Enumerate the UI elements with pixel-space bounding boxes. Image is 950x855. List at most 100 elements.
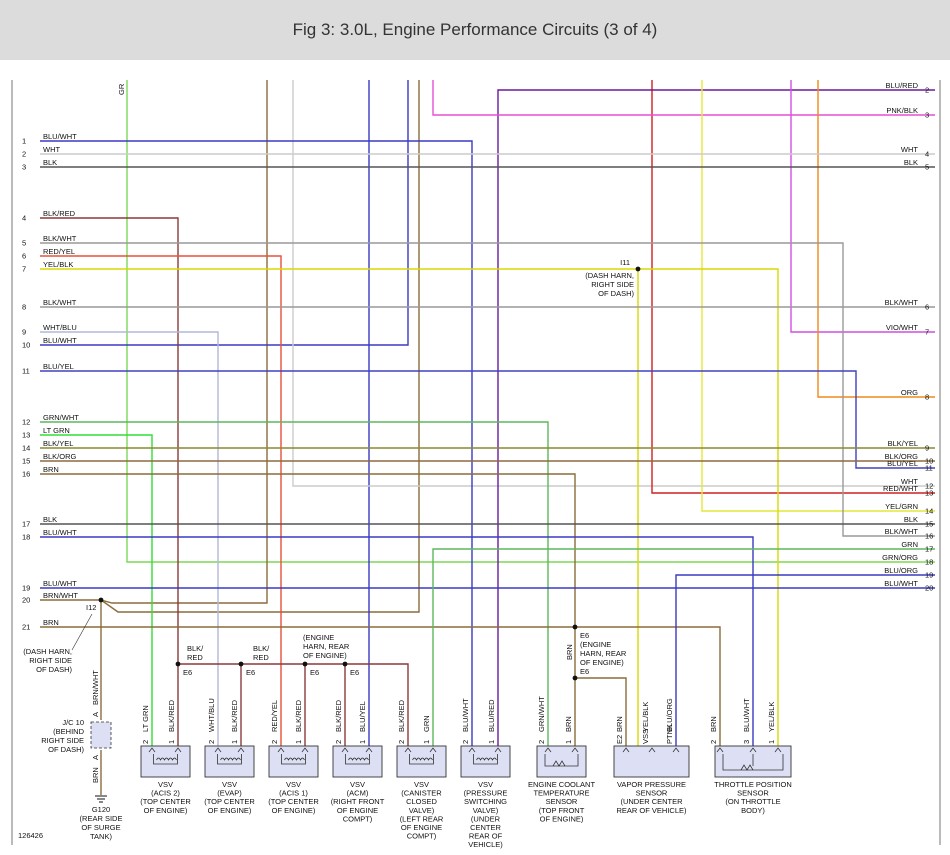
vapor-sensor-wire-label-0: BRN: [615, 716, 624, 732]
splice-i12-dot: [98, 597, 104, 603]
wire-right-17-grn: [432, 548, 935, 746]
ect-sensor-resistor-zigzag: [552, 760, 566, 767]
left-wire-num-3: 3: [22, 163, 26, 172]
wire-blu-vert-b: [40, 80, 409, 346]
ect-sensor-thermistor-icon: [544, 754, 579, 767]
vsv-canister-pin-1: [429, 747, 437, 753]
vapor-sensor-pin-label-2: PTNK: [665, 724, 674, 744]
wire-brn-e6-lower: [575, 677, 627, 746]
jc10-wire-bottom: BRN: [91, 767, 100, 783]
right-wire-label-17: GRN: [901, 540, 918, 549]
right-wire-num-9: 9: [925, 444, 929, 453]
left-wire-label-12: GRN/WHT: [43, 413, 79, 422]
vsv-acis2-pin-label-1: 1: [167, 740, 176, 744]
tps-sensor-pin-1: [749, 747, 757, 753]
vsv-pressure-pin-label-0: 2: [461, 740, 470, 744]
left-wire-label-8: BLK/WHT: [43, 298, 77, 307]
left-wire-num-9: 9: [22, 328, 26, 337]
right-wire-label-8: ORG: [901, 388, 918, 397]
left-wire-num-1: 1: [22, 137, 26, 146]
splice-i11-desc-1: (DASH HARN,: [585, 271, 634, 280]
vsv-evap-pin-label-0: 2: [207, 740, 216, 744]
wire-13-ltgrn: [40, 434, 153, 746]
vsv-pressure-coil-icon: [473, 754, 498, 765]
figure-id: 126426: [18, 831, 43, 840]
right-wire-label-2: BLU/RED: [885, 81, 918, 90]
right-wire-label-9: BLK/YEL: [888, 439, 918, 448]
vsv-pressure-name-3: VALVE): [473, 806, 499, 815]
tps-sensor-pin-label-1: 3: [742, 740, 751, 744]
right-wire-label-19: BLU/ORG: [884, 566, 918, 575]
wire-right-3-pnkblk: [432, 80, 935, 116]
vsv-acis2-name-3: OF ENGINE): [144, 806, 188, 815]
page-title: Fig 3: 3.0L, Engine Performance Circuits…: [292, 20, 658, 39]
vsv-acis1-pin-label-0: 2: [270, 740, 279, 744]
vsv-acm-name-3: OF ENGINE: [337, 806, 378, 815]
vsv-acis1-name-1: (ACIS 1): [279, 789, 308, 798]
ect-sensor-pin-0: [544, 747, 552, 753]
left-wire-num-17: 17: [22, 520, 30, 529]
left-wire-label-10: BLU/WHT: [43, 336, 77, 345]
ect-sensor-name-4: OF ENGINE): [540, 814, 584, 823]
right-wire-num-18: 18: [925, 558, 933, 567]
wire-yel-vert-r: [701, 80, 935, 512]
wire-6-redyel: [40, 255, 282, 746]
vsv-acis2-wire-label-0: LT GRN: [141, 705, 150, 732]
vapor-sensor-name-3: REAR OF VEHICLE): [616, 806, 687, 815]
left-wire-label-5: BLK/WHT: [43, 234, 77, 243]
splice-e6-b-dot: [238, 661, 244, 667]
vsv-acm-body: [332, 745, 383, 778]
wire-16-brn: [40, 473, 576, 746]
ect-sensor-name-3: (TOP FRONT: [539, 806, 585, 815]
tps-sensor-wire-label-2: YEL/BLK: [767, 702, 776, 732]
vsv-canister-pin-label-0: 2: [397, 740, 406, 744]
ground-desc-1: (REAR SIDE: [80, 814, 123, 823]
blk-red-label-2a: BLK/: [253, 644, 270, 653]
vsv-acis1-name-3: OF ENGINE): [272, 806, 316, 815]
jc10-desc-3: RIGHT SIDE: [41, 736, 84, 745]
right-wire-label-3: PNK/BLK: [886, 106, 918, 115]
vapor-sensor-wire-label-2: BLU/ORG: [665, 698, 674, 732]
right-wire-label-10: BLK/ORG: [885, 452, 919, 461]
vsv-canister-wire-label-0: BLK/RED: [397, 699, 406, 732]
ect-sensor-wire-label-0: GRN/WHT: [537, 696, 546, 732]
left-wire-label-7: YEL/BLK: [43, 260, 73, 269]
splice-dots: [98, 266, 641, 681]
right-wire-label-13: RED/WHT: [883, 484, 918, 493]
left-wire-num-19: 19: [22, 584, 30, 593]
e6-brn-top-desc-2: HARN, REAR: [580, 649, 627, 658]
right-wire-num-17: 17: [925, 545, 933, 554]
blk-red-label-1a: BLK/: [187, 644, 204, 653]
vsv-acis1-wire-label-1: BLK/RED: [294, 699, 303, 732]
right-wire-label-15: BLK: [904, 515, 918, 524]
blk-red-label-1b: RED: [187, 653, 203, 662]
wire-1-bluwht: [40, 140, 473, 746]
left-wire-num-14: 14: [22, 444, 30, 453]
right-wire-num-14: 14: [925, 507, 933, 516]
e6-label-c: E6: [310, 668, 319, 677]
vsv-acm-wire-label-1: BLU/YEL: [358, 701, 367, 732]
vsv-acm-name-2: (RIGHT FRONT: [331, 797, 385, 806]
tps-sensor-wire-label-1: BLU/WHT: [742, 698, 751, 732]
vsv-pressure-name-1: (PRESSURE: [464, 789, 508, 798]
left-wire-label-19: BLU/WHT: [43, 579, 77, 588]
left-wire-num-15: 15: [22, 457, 30, 466]
left-wire-label-4: BLK/RED: [43, 209, 76, 218]
title-bar: Fig 3: 3.0L, Engine Performance Circuits…: [0, 0, 950, 60]
left-wire-label-15: BLK/ORG: [43, 452, 77, 461]
vsv-acis2-name-1: (ACIS 2): [151, 789, 180, 798]
vapor-sensor-name-0: VAPOR PRESSURE: [617, 780, 686, 789]
wire-white-vert: [292, 80, 935, 487]
wire-7-yelblk: [40, 268, 779, 746]
jc10-box: [90, 721, 112, 749]
left-wire-label-21: BRN: [43, 618, 59, 627]
vsv-pressure-name-0: VSV: [478, 780, 493, 789]
jc10-desc-2: (BEHIND: [53, 727, 84, 736]
vsv-acm-name-1: (ACM): [347, 789, 369, 798]
vsv-acis1-body: [268, 745, 319, 778]
vsv-evap-coil-wave: [220, 757, 241, 761]
vapor-sensor-name-2: (UNDER CENTER: [620, 797, 683, 806]
right-wire-num-10: 10: [925, 457, 933, 466]
